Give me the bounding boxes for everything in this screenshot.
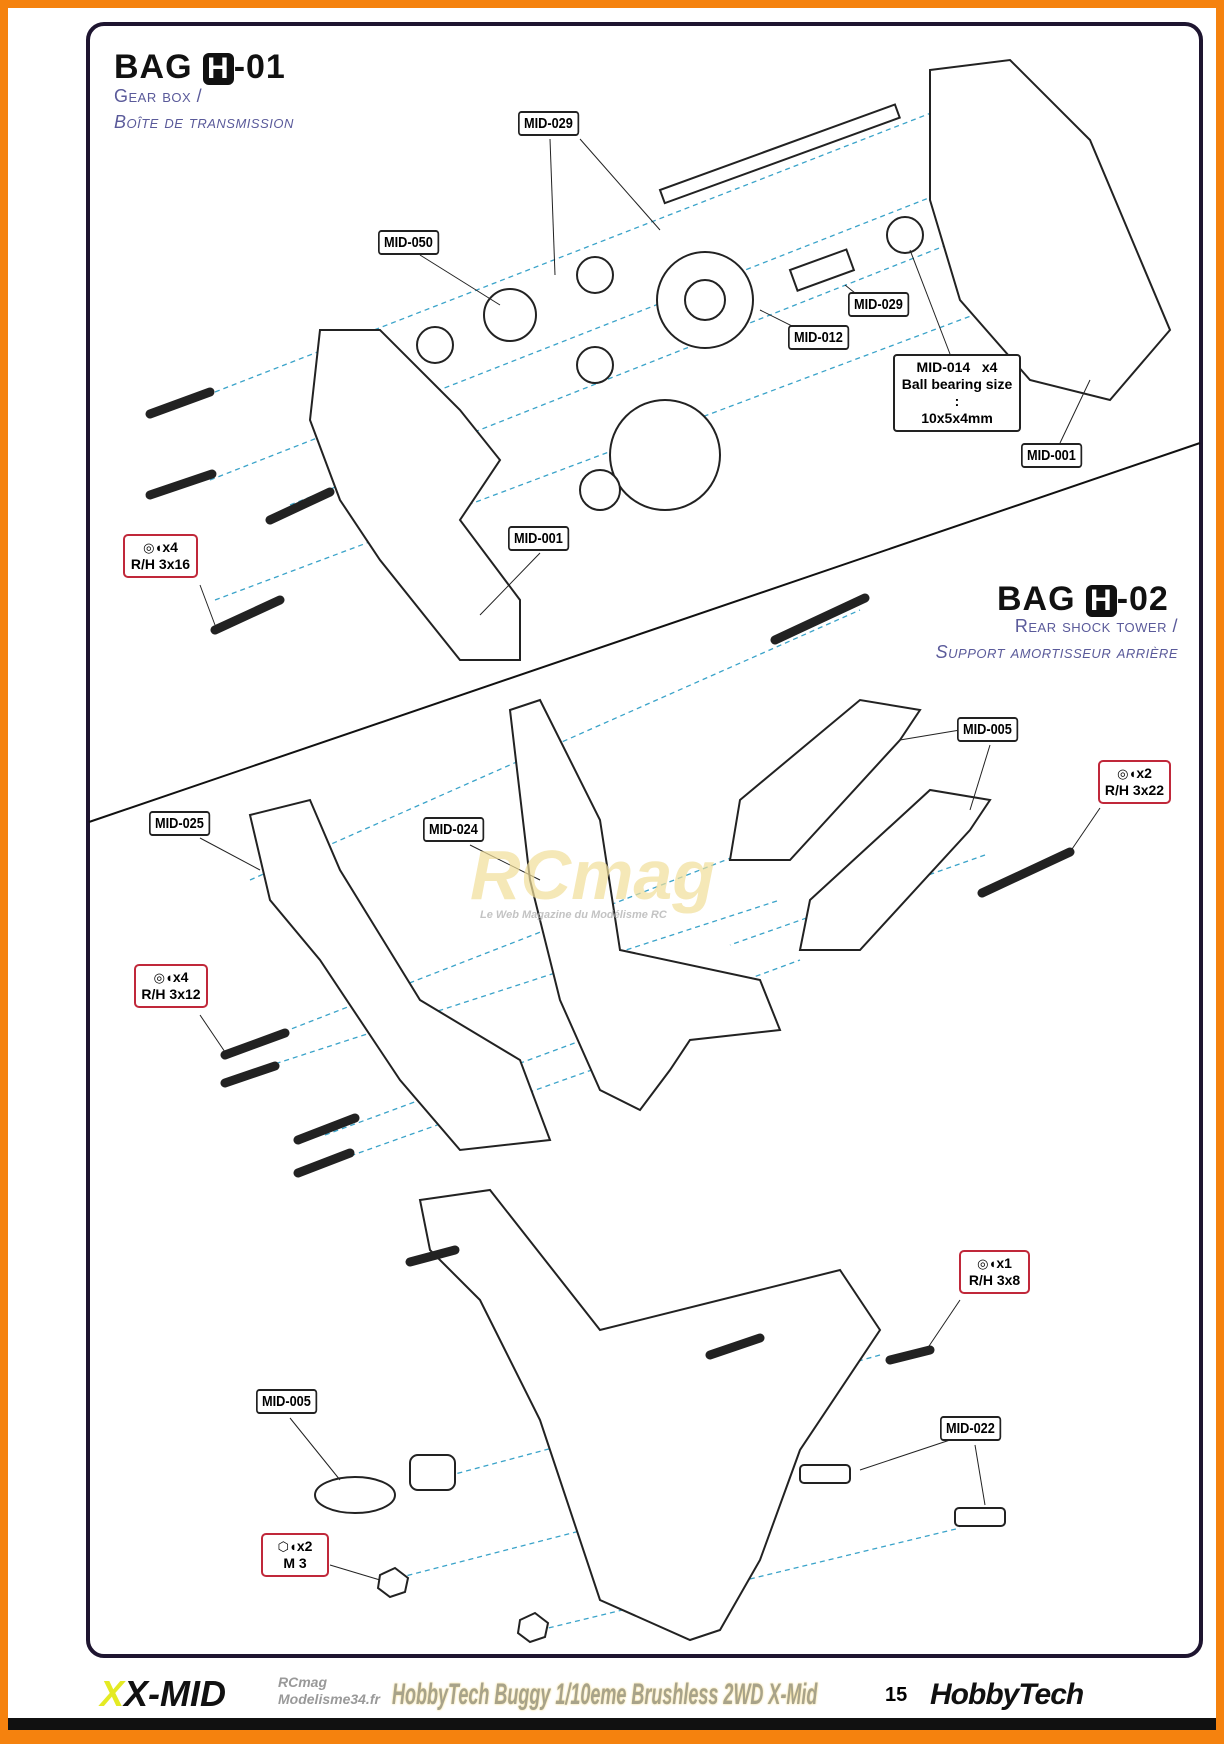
bag-h01-title-en: Gear box / — [114, 86, 203, 106]
screws — [145, 387, 1075, 1365]
page-number: 15 — [885, 1684, 908, 1706]
part-label-mid-029: MID-029 — [848, 292, 909, 317]
pin — [788, 248, 856, 292]
gear-shaft — [658, 103, 901, 205]
nut-icon: ⬡◖ — [277, 1539, 297, 1554]
bag-h01-title-fr: Boîte de transmission — [114, 112, 294, 132]
part-label-mid-024: MID-024 — [423, 817, 484, 842]
assembled-shock-tower — [418, 1188, 882, 1642]
part-label-mid-005: MID-005 — [256, 1389, 317, 1414]
part-label-mid-025: MID-025 — [149, 811, 210, 836]
shock-tower — [508, 698, 782, 1112]
nut — [376, 1566, 410, 1599]
leader-lines — [199, 138, 1101, 1581]
shock-mount-2 — [798, 788, 992, 951]
part-label-mid-005: MID-005 — [957, 717, 1018, 742]
footer: XX-MID RCmag Modelisme34.fr HobbyTech Bu… — [0, 1666, 1224, 1726]
section-divider — [88, 442, 1201, 823]
xmid-logo: XX-MID — [100, 1673, 227, 1714]
bag-h02-heading: BAG H-02 — [997, 580, 1169, 618]
bearing — [416, 326, 454, 364]
footer-title: HobbyTech Buggy 1/10eme Brushless 2WD X-… — [392, 1678, 818, 1711]
diff-gear — [609, 399, 721, 511]
part-label-mid-050: MID-050 — [378, 230, 439, 255]
washer-icon: ◎◖ — [153, 970, 173, 985]
gearbox-housing-right — [929, 58, 1172, 402]
footer-watermark: RCmag Modelisme34.fr — [278, 1674, 380, 1707]
hobbytech-logo: HobbyTech — [930, 1678, 1084, 1711]
bag-h02-title-en: Rear shock tower / — [1014, 616, 1178, 636]
gearbox-housing-left — [308, 329, 521, 661]
parts — [248, 58, 1172, 1644]
nut — [516, 1611, 550, 1644]
ball-stud — [799, 1464, 851, 1484]
content-frame — [86, 22, 1203, 1658]
part-label-mid-029: MID-029 — [518, 111, 579, 136]
part-label-mid-001: MID-001 — [1021, 443, 1082, 468]
washer-icon: ◎◖ — [143, 540, 163, 555]
washer-icon: ◎◖ — [977, 1256, 997, 1271]
bag-h01-heading: BAG H-01 — [114, 48, 286, 86]
pinion-gear — [483, 288, 537, 342]
washer-icon: ◎◖ — [1117, 766, 1137, 781]
part-label-mid-012: MID-012 — [788, 325, 849, 350]
rear-camber-mount — [248, 798, 552, 1152]
bearing-note: MID-014 x4 Ball bearing size :10x5x4mm — [893, 354, 1021, 432]
bag-h02-title-fr: Support amortisseur arrière — [935, 642, 1178, 662]
part-label-mid-022: MID-022 — [940, 1416, 1001, 1441]
part-label-mid-001: MID-001 — [508, 526, 569, 551]
shock-mount-part — [314, 1476, 396, 1514]
ball-stud — [954, 1507, 1006, 1527]
